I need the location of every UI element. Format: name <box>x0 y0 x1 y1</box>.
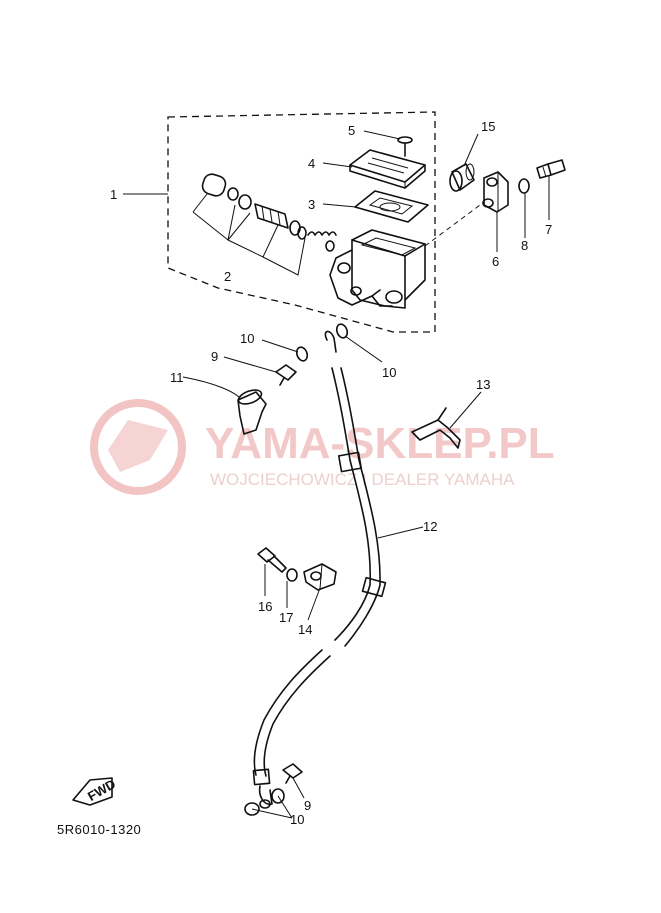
label-part-1: 1 <box>110 187 117 202</box>
label-part-3: 3 <box>308 197 315 212</box>
label-part-2: 2 <box>224 269 231 284</box>
watermark-logo-icon <box>90 399 186 495</box>
bolt-part-7 <box>536 159 566 179</box>
label-part-10-c: 10 <box>290 812 304 827</box>
fwd-arrow-icon: FWD <box>72 776 118 806</box>
holder-part-6 <box>482 171 509 213</box>
watermark-logo-mark <box>108 420 168 472</box>
label-part-10-b: 10 <box>382 365 396 380</box>
label-part-4: 4 <box>308 156 315 171</box>
part-labels: 1 2 3 4 5 6 7 8 9 9 10 10 10 11 12 13 14… <box>110 119 552 827</box>
diaphragm-part-3 <box>354 190 429 223</box>
watermark: YAMA-SKLEP.PL WOJCIECHOWICZ I DEALER YAM… <box>90 399 555 495</box>
label-part-5: 5 <box>348 123 355 138</box>
label-part-6: 6 <box>492 254 499 269</box>
label-part-15: 15 <box>481 119 495 134</box>
screw-part-5 <box>397 136 413 157</box>
washer-part-17 <box>286 568 298 582</box>
brake-hose-part-12 <box>252 330 387 809</box>
label-part-11: 11 <box>170 370 184 385</box>
dust-boot-part-15 <box>449 163 475 192</box>
label-part-13: 13 <box>476 377 490 392</box>
copper-washer-part-10-b <box>335 323 349 339</box>
label-part-7: 7 <box>545 222 552 237</box>
assembly-boundary <box>167 111 436 333</box>
union-bolt-part-9-b <box>282 763 303 784</box>
master-cylinder-part-1 <box>329 229 426 309</box>
watermark-subtitle: WOJCIECHOWICZ I DEALER YAMAHA <box>210 470 515 489</box>
label-part-8: 8 <box>521 238 528 253</box>
label-part-9-b: 9 <box>304 798 311 813</box>
reservoir-cap-part-4 <box>349 149 426 189</box>
union-bolt-part-9-a <box>275 364 297 386</box>
washer-part-8 <box>518 178 530 194</box>
watermark-title: YAMA-SKLEP.PL <box>205 419 555 468</box>
label-part-14: 14 <box>298 622 312 637</box>
label-part-16: 16 <box>258 599 272 614</box>
label-part-12: 12 <box>423 519 437 534</box>
label-part-9-a: 9 <box>211 349 218 364</box>
label-part-10-a: 10 <box>240 331 254 346</box>
bleeder-cap-part-11 <box>237 389 267 435</box>
leader-lines <box>123 130 550 819</box>
piston-kit-part-2 <box>192 173 337 276</box>
copper-washer-part-10-d <box>271 788 285 804</box>
bolt-part-16 <box>257 547 287 573</box>
copper-washer-part-10-a <box>295 346 309 362</box>
label-part-17: 17 <box>279 610 293 625</box>
hose-guide-part-13 <box>411 407 461 449</box>
diagram-code: 5R6010-1320 <box>57 822 141 837</box>
hose-clamp-part-14 <box>303 563 337 591</box>
copper-washer-part-10-c <box>244 802 260 816</box>
